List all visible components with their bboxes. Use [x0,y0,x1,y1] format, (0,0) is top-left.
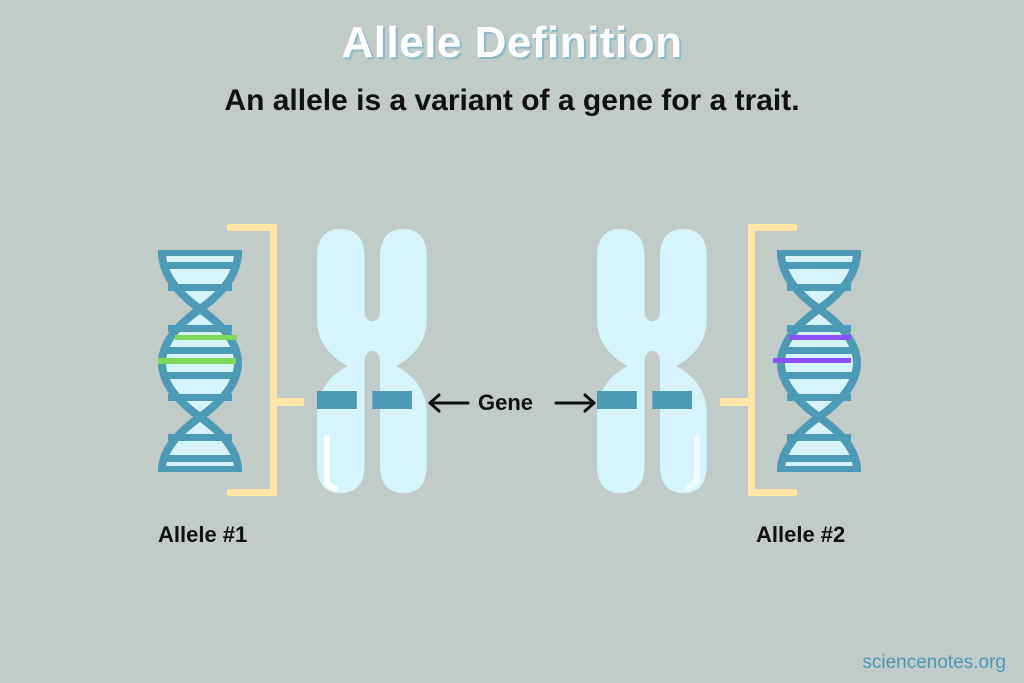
gene-label: Gene [478,390,534,415]
watermark: sciencenotes.org [862,652,1006,673]
chromosome-icon-left [317,229,427,493]
bracket-left [227,224,304,496]
dna-helix-icon-right [773,250,861,472]
variant-marker-right [789,335,851,340]
variant-marker-left [175,335,237,340]
page-title: Allele Definition [341,18,683,67]
allele-2-label: Allele #2 [756,522,846,547]
definition-subtitle: An allele is a variant of a gene for a t… [224,84,800,117]
allele-1-label: Allele #1 [158,522,248,547]
chromosome-icon-right [597,229,707,493]
arrow-right-icon [554,393,596,413]
bracket-right [720,224,797,496]
dna-helix-icon-left [158,250,242,472]
arrow-left-icon [428,393,470,413]
